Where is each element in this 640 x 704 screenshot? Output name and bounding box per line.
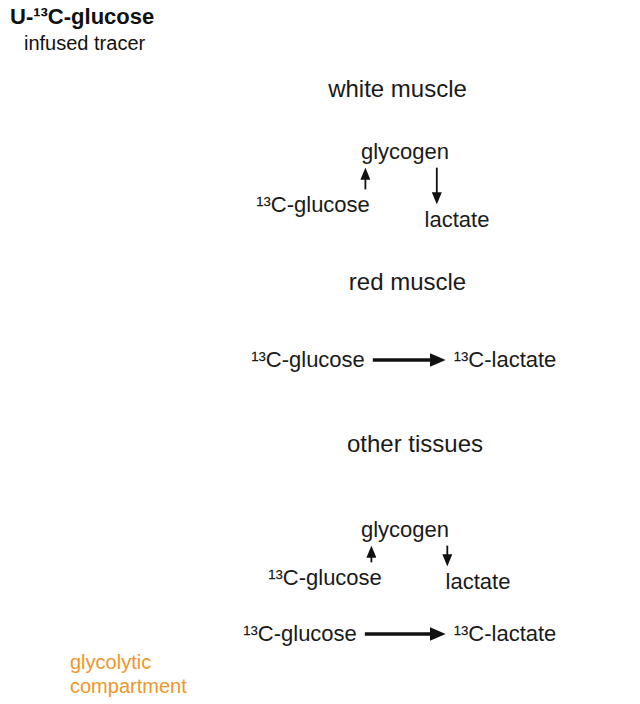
node-outline bbox=[205, 75, 590, 280]
white-muscle: white muscle glycogen ¹³C-glucose lactate bbox=[205, 75, 590, 280]
glycolytic-compartment: glycolytic compartment¹³C-glucose¹³C-lac… bbox=[213, 606, 577, 662]
tracer-leader bbox=[110, 62, 138, 98]
arterial-trunk bbox=[133, 10, 320, 634]
compartment-band bbox=[213, 606, 577, 662]
node-text: lactate bbox=[420, 205, 495, 234]
flux-arrow bbox=[446, 546, 448, 558]
metabolite: glycogen bbox=[356, 515, 454, 544]
tracer-title: U-¹³C-glucose bbox=[10, 4, 154, 30]
glycogen-strand bbox=[306, 513, 327, 541]
muscle-shape bbox=[225, 300, 590, 420]
muscle-shape bbox=[210, 105, 585, 279]
node-text: ¹³C-glucose bbox=[238, 619, 362, 648]
metabolite: lactate bbox=[441, 567, 516, 596]
glycogen-strand bbox=[315, 139, 345, 157]
arterial-branch bbox=[133, 356, 212, 364]
flux-arrow bbox=[364, 177, 366, 190]
flux-arrow bbox=[365, 632, 434, 636]
metabolite: ¹³C-glucose bbox=[238, 619, 362, 648]
glycogen-strand bbox=[325, 132, 336, 165]
metabolite: ¹³C-lactate bbox=[449, 345, 562, 374]
other-tissues: other tissuesglycogen¹³C-glucoselactateg… bbox=[225, 430, 605, 675]
lactate-efflux bbox=[518, 575, 590, 584]
glycogen-strand bbox=[313, 145, 347, 150]
arterial-branch bbox=[133, 180, 198, 192]
node-heading: red muscle bbox=[225, 268, 590, 296]
glycogen-strand bbox=[300, 519, 331, 535]
metabolite: ¹³C-glucose bbox=[251, 190, 375, 219]
flux-arrow bbox=[370, 555, 372, 563]
glycogen-strand bbox=[319, 136, 343, 161]
node-text: glycogen bbox=[356, 515, 454, 544]
glycogen-strand bbox=[321, 133, 342, 161]
lactate-efflux bbox=[499, 197, 576, 222]
tracer-note: infused tracer bbox=[24, 32, 145, 55]
muscle-fibres bbox=[210, 105, 585, 279]
glycogen-strand bbox=[315, 139, 346, 155]
node-text: glycogen bbox=[356, 137, 454, 166]
glycogen-strand bbox=[310, 512, 321, 545]
metabolite: glycogen bbox=[356, 137, 454, 166]
metabolite: ¹³C-lactate bbox=[449, 619, 562, 648]
glycogen-strand bbox=[304, 516, 328, 541]
venous-branch bbox=[588, 356, 600, 364]
red-muscle: red muscle ¹³C-glucose ¹³C-lactate bbox=[225, 268, 590, 428]
callout-label: glycolytic compartment bbox=[70, 650, 200, 698]
venous-trunk bbox=[320, 10, 600, 634]
node-text: ¹³C-lactate bbox=[449, 345, 562, 374]
glycogen-strand bbox=[298, 525, 332, 530]
node-text: ¹³C-lactate bbox=[449, 619, 562, 648]
node-text: lactate bbox=[441, 567, 516, 596]
metabolite: ¹³C-glucose bbox=[246, 345, 370, 374]
metabolite: ¹³C-glucose bbox=[263, 563, 387, 592]
node-text: ¹³C-glucose bbox=[263, 563, 387, 592]
node-text: ¹³C-glucose bbox=[246, 345, 370, 374]
flux-arrow bbox=[436, 168, 438, 196]
flux-arrow bbox=[373, 358, 434, 362]
glycogen-strand bbox=[325, 131, 336, 164]
tissue-cloud bbox=[233, 475, 597, 675]
node-text: ¹³C-glucose bbox=[251, 190, 375, 219]
arterial-branch bbox=[133, 540, 244, 578]
venous-branch bbox=[583, 168, 600, 192]
metabolite: lactate bbox=[420, 205, 495, 234]
node-heading: other tissues bbox=[225, 430, 605, 458]
compartment-leader bbox=[164, 665, 218, 668]
node-heading: white muscle bbox=[205, 75, 590, 103]
glycogen-strand bbox=[310, 511, 321, 544]
glycogen-strand bbox=[300, 519, 330, 537]
